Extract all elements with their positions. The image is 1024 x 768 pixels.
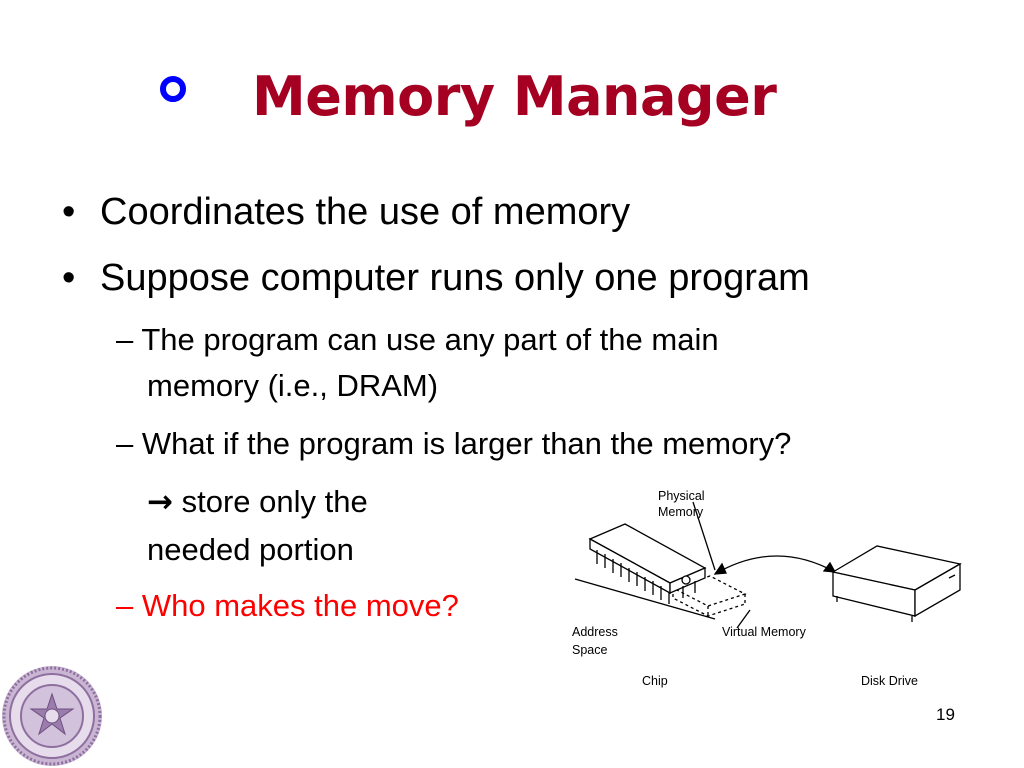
bullet-text: Suppose computer runs only one program	[100, 257, 810, 299]
sub-bullet-text: The program can use any part of the main	[141, 322, 719, 357]
chip-icon	[588, 523, 707, 604]
virtual-memory-label: Virtual Memory	[722, 625, 807, 639]
address-space-axis	[574, 578, 716, 620]
swap-arrow	[714, 555, 836, 575]
right-arrow-icon: →	[147, 484, 173, 520]
disk-drive-icon	[831, 545, 962, 622]
arrow-note-text: store only the	[181, 484, 368, 519]
sub-bullet-marker: –	[116, 588, 134, 623]
university-seal-logo	[2, 666, 102, 766]
sub-bullet-larger: – What if the program is larger than the…	[116, 426, 791, 462]
arrow-head-left-icon	[713, 562, 727, 575]
virtual-memory-diagram: Physical Memory Address Space Virtual Me…	[572, 489, 962, 688]
sub-bullet-text: Who makes the move?	[141, 588, 459, 623]
arrow-note-line2: needed portion	[147, 532, 354, 567]
sub-bullet-any-part: – The program can use any part of the ma…	[116, 322, 719, 358]
bullet-coordinates: • Coordinates the use of memory	[62, 190, 630, 234]
disk-drive-label: Disk Drive	[861, 674, 918, 688]
slide-title: Memory Manager	[252, 65, 777, 128]
title-circle-icon	[160, 76, 186, 102]
arrow-note-line1: → store only the	[147, 484, 368, 520]
sub-bullet-marker: –	[116, 426, 134, 461]
arrow-head-right-icon	[822, 561, 837, 573]
address-space-label-2: Space	[572, 643, 607, 657]
sub-bullet-any-part-cont: memory (i.e., DRAM)	[147, 368, 439, 403]
physical-memory-label-2: Memory	[658, 505, 704, 519]
bullet-marker: •	[62, 191, 76, 233]
bullet-suppose: • Suppose computer runs only one program	[62, 256, 810, 300]
sub-bullet-marker: –	[116, 322, 134, 357]
address-space-label-1: Address	[572, 625, 618, 639]
seal-center	[44, 708, 60, 724]
bullet-marker: •	[62, 257, 76, 299]
chip-label: Chip	[642, 674, 668, 688]
page-number: 19	[936, 705, 955, 724]
sub-bullet-question: – Who makes the move?	[116, 588, 459, 624]
bullet-text: Coordinates the use of memory	[100, 191, 631, 233]
virtual-memory-pointer	[736, 609, 751, 629]
physical-memory-label-1: Physical	[658, 489, 705, 503]
physical-memory-pointer	[692, 501, 716, 571]
sub-bullet-text: What if the program is larger than the m…	[141, 426, 792, 461]
